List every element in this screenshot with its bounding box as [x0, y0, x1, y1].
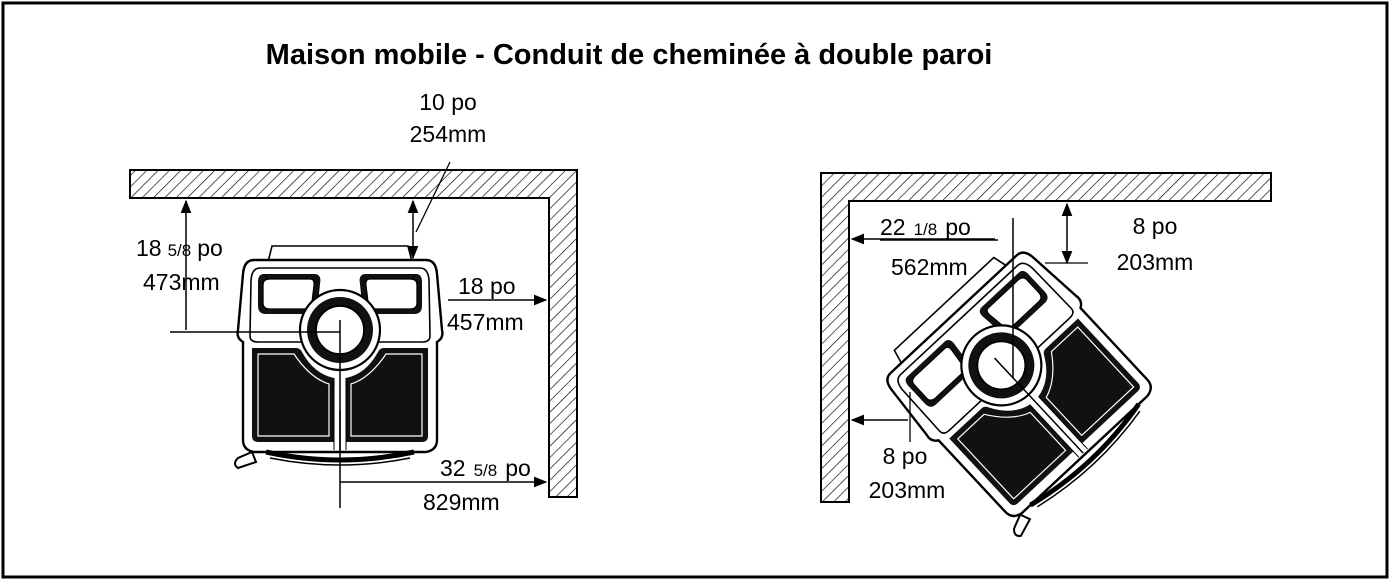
- corner-dim-flue-metric: 562mm: [891, 254, 968, 280]
- corner-dim-top-metric: 203mm: [1117, 249, 1194, 275]
- corner-wall-hatch-icon: [820, 172, 1272, 503]
- corner-dim-bottom-metric: 203mm: [869, 477, 946, 503]
- wall-hatch-icon: [129, 169, 578, 498]
- dim-right-imperial: 18 po: [458, 273, 516, 299]
- dim-top-imperial: 10 po: [419, 89, 477, 115]
- diagram-title: Maison mobile - Conduit de cheminée à do…: [266, 39, 993, 71]
- stove-icon: [235, 246, 442, 468]
- corner-dim-top-imperial: 8 po: [1133, 213, 1178, 239]
- dim-bottom-metric: 829mm: [423, 489, 500, 515]
- dim-right-metric: 457mm: [447, 309, 524, 335]
- dim-side-metric: 473mm: [143, 269, 220, 295]
- dim-top-leader: [415, 161, 451, 233]
- corner-dim-bottom-imperial: 8 po: [883, 443, 928, 469]
- dim-top-metric: 254mm: [410, 121, 487, 147]
